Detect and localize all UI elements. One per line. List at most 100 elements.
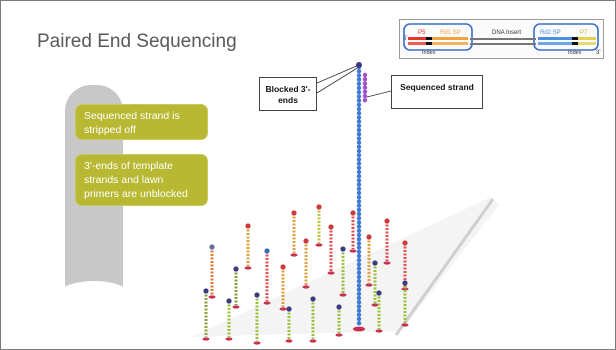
strand-bead: [356, 153, 362, 158]
strand-anchor: [263, 301, 271, 305]
strand-anchor: [401, 323, 409, 327]
strand-cap: [203, 288, 209, 294]
rd2-segment: [538, 37, 572, 40]
sequenced-bead: [362, 98, 368, 103]
strand-anchor: [339, 293, 347, 297]
strand-bead: [356, 106, 362, 112]
strand-bead: [356, 291, 362, 296]
strand-cap: [336, 304, 342, 310]
strand-cap: [280, 264, 286, 270]
strand-anchor: [365, 283, 373, 287]
strand-bead: [356, 115, 362, 120]
strand-bead: [356, 262, 362, 267]
strand-bead: [356, 157, 362, 162]
strand-cap: [402, 240, 408, 246]
strand-anchor: [309, 339, 317, 343]
strand-bead: [356, 203, 362, 208]
strand-cap: [303, 238, 309, 244]
tall-strand-anchor: [353, 326, 365, 332]
strand-bead: [356, 119, 362, 124]
strand-anchor: [244, 266, 252, 270]
strand-cap: [233, 266, 239, 272]
strand-cap: [372, 260, 378, 266]
blocked-leader-1: [316, 64, 360, 84]
index-label-right: Index: [568, 50, 582, 56]
strand-bead: [356, 127, 362, 133]
strand-bead: [356, 270, 362, 275]
sequenced-leader: [366, 90, 392, 98]
strand-cap: [366, 234, 372, 240]
strand-bead: [356, 199, 362, 204]
dna-segment-2: [470, 43, 536, 45]
strand-bead: [356, 228, 362, 233]
p7-segment-2: [578, 42, 596, 45]
strand-anchor: [401, 287, 409, 291]
bullet-stripped: Sequenced strand is stripped off: [75, 104, 208, 140]
strand-bead: [356, 241, 362, 246]
index-segment-left: [426, 37, 432, 40]
index-label-left: Index: [422, 50, 436, 56]
strand-anchor: [335, 333, 343, 337]
dna-insert-label: DNA Insert: [492, 30, 521, 36]
strand-bead: [356, 85, 362, 91]
strand-bead: [356, 232, 362, 238]
strand-bead: [356, 132, 362, 137]
strand-bead: [356, 174, 362, 179]
strand-bead: [356, 169, 362, 175]
strand-bead: [356, 308, 362, 313]
strand-bead: [356, 321, 362, 326]
blocked-end-cap: [356, 62, 362, 68]
slide-title: Paired End Sequencing: [37, 31, 237, 52]
strand-bead: [356, 98, 362, 103]
left-adapter-frame: [403, 23, 473, 51]
callout-sequenced-strand: Sequenced strand: [391, 75, 483, 109]
strand-bead: [356, 178, 362, 183]
strand-bead: [356, 249, 362, 254]
rd1-segment: [432, 37, 468, 40]
five-prime-label: 5': [403, 36, 407, 42]
dna-segment: [470, 38, 536, 40]
strand-bead: [356, 195, 362, 200]
rd1-segment-2: [432, 42, 468, 45]
strand-bead: [356, 300, 362, 305]
strand-anchor: [327, 271, 335, 275]
strand-bead: [356, 69, 362, 74]
strand-bead: [356, 266, 362, 271]
sequenced-bead: [362, 93, 368, 99]
sequenced-bead: [362, 72, 368, 78]
strand-bead: [356, 81, 362, 87]
strand-bead: [356, 283, 362, 288]
strand-bead: [356, 287, 362, 292]
strand-bead: [356, 245, 362, 250]
strand-bead: [356, 111, 362, 116]
strand-bead: [356, 304, 362, 309]
bullet-unblocked: 3'-ends of template strands and lawn pri…: [75, 154, 208, 206]
sequenced-bead: [362, 89, 368, 95]
strand-bead: [356, 224, 362, 229]
strand-cap: [209, 244, 215, 250]
strand-anchor: [315, 243, 323, 247]
strand-cap: [286, 306, 292, 312]
strand-bead: [356, 182, 362, 187]
rd1-label: Rd1 SP: [440, 30, 461, 36]
strand-bead: [356, 73, 362, 78]
sequenced-bead: [362, 85, 368, 90]
strand-cap: [310, 296, 316, 302]
p7-segment: [578, 37, 596, 40]
strand-bead: [356, 161, 362, 166]
strand-cap: [384, 218, 390, 224]
strand-cap: [350, 210, 356, 216]
strand-cap: [291, 210, 297, 216]
strand-bead: [356, 77, 362, 82]
strand-bead: [356, 148, 362, 154]
strand-cap: [328, 224, 334, 230]
tall-strand: [353, 62, 368, 332]
p5-label: P5: [418, 30, 426, 36]
strand-bead: [356, 186, 362, 191]
rd2-label: Rd2 SP: [540, 30, 561, 36]
strand-anchor: [285, 339, 293, 343]
three-prime-label: 3': [596, 50, 600, 56]
index-segment-right: [572, 37, 578, 40]
sequenced-bead: [362, 81, 368, 86]
strand-cap: [402, 280, 408, 286]
